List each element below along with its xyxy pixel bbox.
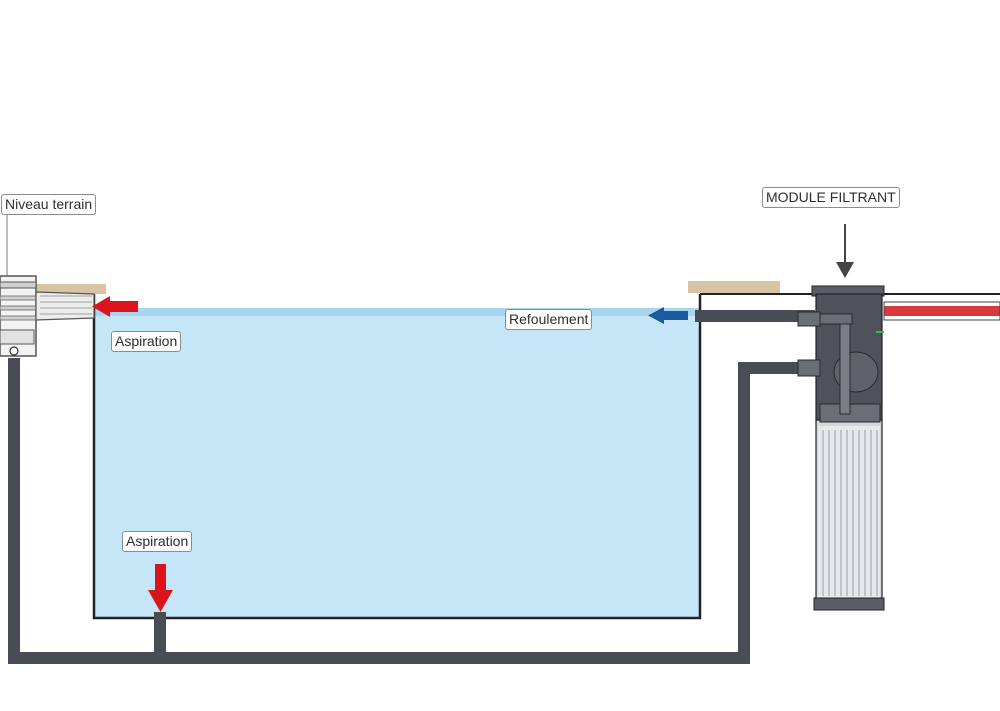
label-ground-level: Niveau terrain [1, 194, 97, 215]
pipe-network [8, 310, 818, 664]
arrow-suction-drain [148, 564, 173, 612]
pool-wall [92, 294, 702, 620]
pipe-main-drain [154, 612, 166, 664]
coping-right [688, 281, 780, 293]
label-suction-bottom: Aspiration [122, 531, 193, 552]
arrow-filter-module [836, 224, 854, 278]
pipe-return-vertical [738, 364, 750, 664]
pipe-bottom-run [8, 652, 750, 664]
filter-module [797, 285, 885, 611]
arrow-suction-skimmer [92, 296, 138, 317]
pool-water [94, 310, 700, 618]
heater-pipe-outline [883, 301, 1000, 321]
label-suction-surface: Aspiration [111, 331, 182, 352]
label-filter-module: MODULE FILTRANT [762, 187, 900, 208]
skimmer [0, 214, 95, 357]
pipe-skimmer-down [8, 358, 20, 664]
pipe-discharge [695, 310, 815, 322]
water-surface-band [94, 308, 700, 316]
label-discharge: Refoulement [505, 309, 593, 330]
heater-pipe [884, 306, 1000, 316]
coping-left [36, 284, 106, 294]
arrow-discharge [648, 307, 688, 324]
